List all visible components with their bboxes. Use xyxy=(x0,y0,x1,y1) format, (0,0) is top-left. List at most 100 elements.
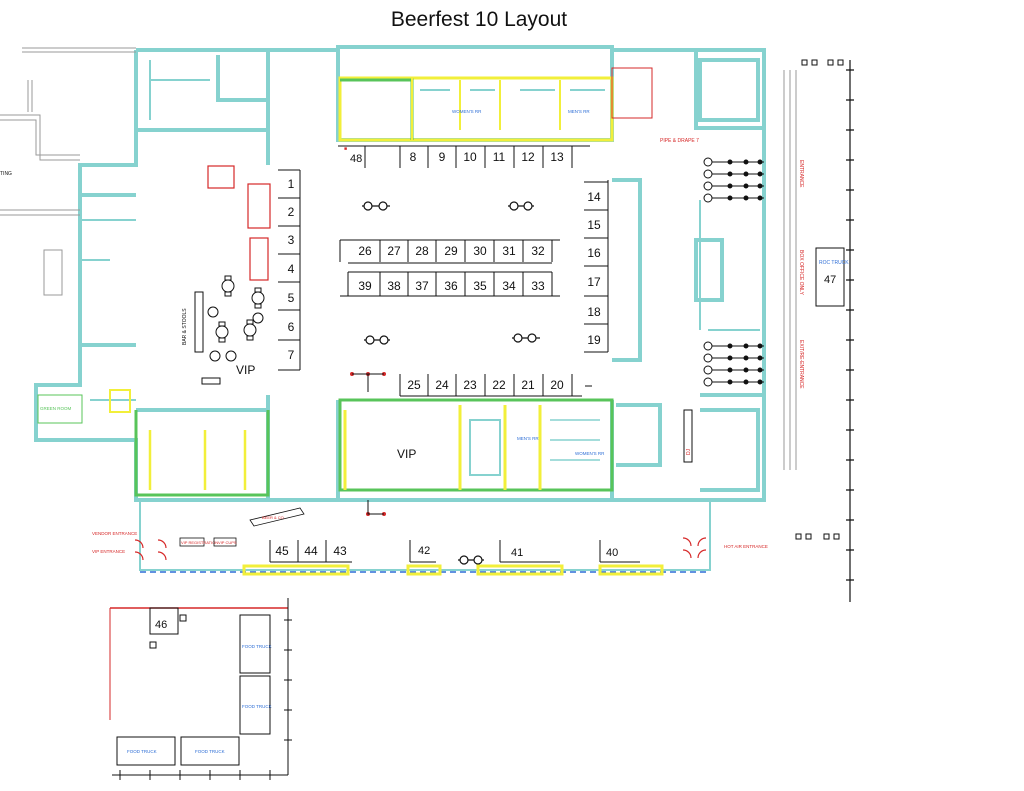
beer-co-label: BEER & CO xyxy=(262,515,284,520)
booth-29: 29 xyxy=(444,244,458,258)
restroom-left-block xyxy=(109,389,270,497)
food-truck-3 xyxy=(116,736,176,766)
booth-21: 21 xyxy=(521,378,535,392)
door-swings xyxy=(134,537,707,561)
vendor-entrance-label: VENDOR ENTRANCE xyxy=(92,531,137,536)
booth-38: 38 xyxy=(387,279,401,293)
green-room-label: GREEN ROOM xyxy=(40,406,72,411)
center-island xyxy=(339,239,560,297)
hot-air-entrance-label: HOT AIR ENTRANCE xyxy=(724,544,768,549)
food-truck-2-label: FOOD TRUCK xyxy=(242,704,272,709)
booth-46: 46 xyxy=(155,619,167,631)
red-tables xyxy=(207,165,271,281)
booth-6: 6 xyxy=(288,320,295,334)
page-title: Beerfest 10 Layout xyxy=(390,8,568,31)
booth-4: 4 xyxy=(288,262,295,276)
booth-22: 22 xyxy=(492,378,506,392)
restroom-bottom-women: WOMEN'S RR xyxy=(575,451,605,456)
booth-45: 45 xyxy=(275,544,289,558)
booth-33: 33 xyxy=(531,279,545,293)
vip-registration-label: VIP REGISTRATION xyxy=(181,540,218,545)
vip-center-label: VIP xyxy=(397,447,416,461)
booth-5: 5 xyxy=(288,291,295,305)
exit-entrance-label: EXIT/RE-ENTRANCE xyxy=(798,340,804,389)
box-office-label: BOX OFFICE ONLY xyxy=(798,250,804,296)
entrance-label: ENTRANCE xyxy=(798,160,804,188)
vip-entrance-label: VIP ENTRANCE xyxy=(92,549,125,554)
booth-36: 36 xyxy=(444,279,458,293)
booth-30: 30 xyxy=(473,244,487,258)
restroom-top-women: WOMEN'S RR xyxy=(452,109,482,114)
south-tent xyxy=(139,500,711,576)
booth-9: 9 xyxy=(439,150,446,164)
red-markers xyxy=(350,372,386,516)
booth-43: 43 xyxy=(333,544,347,558)
booth-20: 20 xyxy=(550,378,564,392)
restroom-bottom-men: MEN'S RR xyxy=(517,436,539,441)
food-truck-1 xyxy=(239,614,271,674)
booth-18: 18 xyxy=(587,305,601,319)
booth-44: 44 xyxy=(304,544,318,558)
food-truck-2 xyxy=(239,675,271,735)
booth-27: 27 xyxy=(387,244,401,258)
restroom-bottom-block xyxy=(338,398,614,492)
food-truck-4 xyxy=(180,736,240,766)
booth-16: 16 xyxy=(587,246,601,260)
vip-registration-table xyxy=(179,537,205,547)
entrance-queue-bottom xyxy=(703,341,764,387)
food-truck-4-label: FOOD TRUCK xyxy=(195,749,225,754)
green-room xyxy=(37,394,83,424)
vip-cups-label: VIP CUPS xyxy=(218,540,237,545)
booth-28: 28 xyxy=(415,244,429,258)
right-booth-column xyxy=(584,180,609,353)
right-street-line xyxy=(846,60,854,602)
restroom-top-block xyxy=(338,67,653,142)
left-col-labels: 1 2 3 4 5 6 7 xyxy=(288,177,295,362)
right-bollards xyxy=(795,59,844,540)
booth-35: 35 xyxy=(473,279,487,293)
booth-41: 41 xyxy=(511,547,523,559)
center-bottom-labels: 39 38 37 36 35 34 33 xyxy=(358,279,545,293)
left-booth-column xyxy=(278,169,301,371)
booth-39: 39 xyxy=(358,279,372,293)
restroom-top-men: MEN'S RR xyxy=(568,109,590,114)
booth-7: 7 xyxy=(288,348,295,362)
top-booth-row xyxy=(338,145,590,168)
building-inner-walls xyxy=(80,60,760,401)
exterior-lines xyxy=(0,47,797,470)
food-truck-3-label: FOOD TRUCK xyxy=(127,749,157,754)
booth-3: 3 xyxy=(288,233,295,247)
booth-48: 48 xyxy=(350,153,362,165)
booth-32: 32 xyxy=(531,244,545,258)
roc-truck-label: ROC TRUCK xyxy=(819,260,849,266)
dj-label: DJ xyxy=(686,448,692,455)
ting-label: TING xyxy=(0,171,12,177)
roc-truck xyxy=(815,247,845,307)
bar-stools-label: BAR & STOOLS xyxy=(182,308,188,345)
vip-cups-table xyxy=(213,537,237,547)
pipe-drape-label: PIPE & DRAPE 7 xyxy=(660,138,699,144)
vip-seating xyxy=(194,275,265,385)
booth-17: 17 xyxy=(587,275,601,289)
booth-13: 13 xyxy=(550,150,564,164)
hall-tables xyxy=(362,201,540,565)
vip-left-label: VIP xyxy=(236,363,255,377)
beer-co-table xyxy=(249,507,305,527)
entrance-queue-top xyxy=(703,157,764,203)
booth-34: 34 xyxy=(502,279,516,293)
south-a-labels: 45 44 43 xyxy=(275,544,347,558)
building-walls xyxy=(34,45,766,502)
south-booths xyxy=(269,540,640,563)
booth-15: 15 xyxy=(587,218,601,232)
booth-1: 1 xyxy=(288,177,295,191)
booth-19: 19 xyxy=(587,333,601,347)
food-truck-1-label: FOOD TRUCK xyxy=(242,644,272,649)
booth-37: 37 xyxy=(415,279,429,293)
booth-8: 8 xyxy=(410,150,417,164)
booth-2: 2 xyxy=(288,205,295,219)
red-marker-lines xyxy=(352,373,384,515)
booth-31: 31 xyxy=(502,244,516,258)
food-truck-lot xyxy=(109,598,292,780)
